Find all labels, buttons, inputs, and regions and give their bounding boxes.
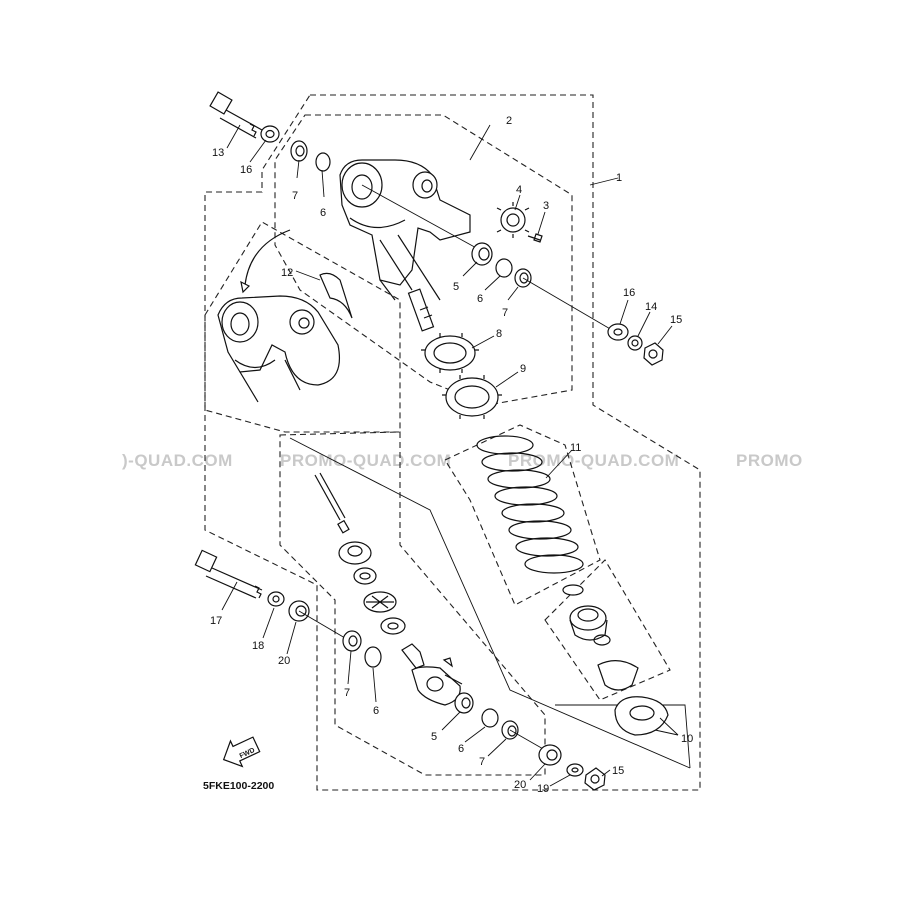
lock-ring-8 bbox=[421, 333, 479, 373]
callout-5: 5 bbox=[453, 281, 459, 293]
washer-16 bbox=[607, 323, 629, 341]
lower-stack-parts bbox=[338, 541, 463, 706]
adjuster-4 bbox=[496, 202, 530, 238]
guide-lines bbox=[289, 437, 691, 769]
guide-line bbox=[555, 704, 691, 769]
alternate-view-12 bbox=[217, 229, 353, 403]
callout-16: 16 bbox=[240, 164, 252, 176]
spring-group-outline bbox=[444, 424, 601, 606]
callout-11: 11 bbox=[570, 442, 581, 454]
spring-collar-10 bbox=[614, 696, 669, 736]
watermark-text: PROMO-QUAD.COM bbox=[280, 451, 451, 470]
callout-9: 9 bbox=[520, 363, 526, 375]
callout-20: 20 bbox=[514, 779, 526, 791]
callout-numbers: 1 2 3 4 5 5 6 6 6 6 7 7 7 7 8 9 10 11 12… bbox=[210, 115, 693, 795]
callout-6: 6 bbox=[320, 207, 326, 219]
o-ring-6 bbox=[315, 152, 331, 172]
leader-lines bbox=[221, 124, 679, 787]
diagram-code: 5FKE100-2200 bbox=[203, 780, 274, 792]
callout-15: 15 bbox=[612, 765, 624, 777]
callout-5: 5 bbox=[431, 731, 437, 743]
callout-12: 12 bbox=[281, 267, 293, 279]
lower-parts-outline bbox=[279, 431, 546, 776]
watermark-text: PROMO-QUAD.COM bbox=[508, 451, 679, 470]
callout-7: 7 bbox=[292, 190, 298, 202]
callout-7: 7 bbox=[479, 756, 485, 768]
callout-6: 6 bbox=[373, 705, 379, 717]
fwd-arrow-icon: FWD bbox=[222, 736, 261, 768]
callout-19: 19 bbox=[537, 783, 549, 795]
washer-19 bbox=[566, 763, 584, 777]
piston-rod bbox=[314, 472, 350, 534]
spring-seat-outline bbox=[544, 559, 671, 701]
washer-16 bbox=[260, 125, 280, 143]
spring-guide bbox=[562, 584, 584, 596]
callout-8: 8 bbox=[496, 328, 502, 340]
callout-20: 20 bbox=[278, 655, 290, 667]
watermark-text: )-QUAD.COM bbox=[122, 451, 233, 470]
o-ring-6 bbox=[481, 708, 499, 728]
shock-body-upper bbox=[339, 159, 481, 332]
callout-6: 6 bbox=[458, 743, 464, 755]
callout-1: 1 bbox=[616, 172, 622, 184]
bolt-17 bbox=[194, 549, 263, 599]
callout-3: 3 bbox=[543, 200, 549, 212]
collar-5 bbox=[454, 692, 474, 714]
callout-6: 6 bbox=[477, 293, 483, 305]
callout-16: 16 bbox=[623, 287, 635, 299]
callout-17: 17 bbox=[210, 615, 222, 627]
callout-7: 7 bbox=[502, 307, 508, 319]
o-ring-6 bbox=[364, 646, 382, 668]
callout-2: 2 bbox=[506, 115, 512, 127]
lock-ring-9 bbox=[442, 375, 502, 419]
assembly-1-outline bbox=[204, 94, 701, 791]
callout-4: 4 bbox=[516, 184, 522, 196]
callout-14: 14 bbox=[645, 301, 657, 313]
guide-line bbox=[289, 437, 691, 769]
callout-10: 10 bbox=[681, 733, 693, 745]
bushing-7 bbox=[342, 630, 362, 652]
callout-7: 7 bbox=[344, 687, 350, 699]
washer-14 bbox=[627, 335, 643, 351]
watermark-band: )-QUAD.COM PROMO-QUAD.COM PROMO-QUAD.COM… bbox=[122, 451, 803, 470]
washer-18 bbox=[267, 591, 285, 607]
callout-13: 13 bbox=[212, 147, 224, 159]
o-ring-6 bbox=[495, 258, 513, 278]
callout-15: 15 bbox=[670, 314, 682, 326]
nut-15 bbox=[584, 767, 606, 791]
collar-20 bbox=[538, 744, 562, 766]
nut-15 bbox=[643, 342, 664, 366]
watermark-text: PROMO bbox=[736, 451, 803, 470]
screw-3 bbox=[527, 233, 543, 243]
spring-11 bbox=[476, 435, 584, 574]
spring-seat bbox=[569, 605, 639, 691]
callout-18: 18 bbox=[252, 640, 264, 652]
